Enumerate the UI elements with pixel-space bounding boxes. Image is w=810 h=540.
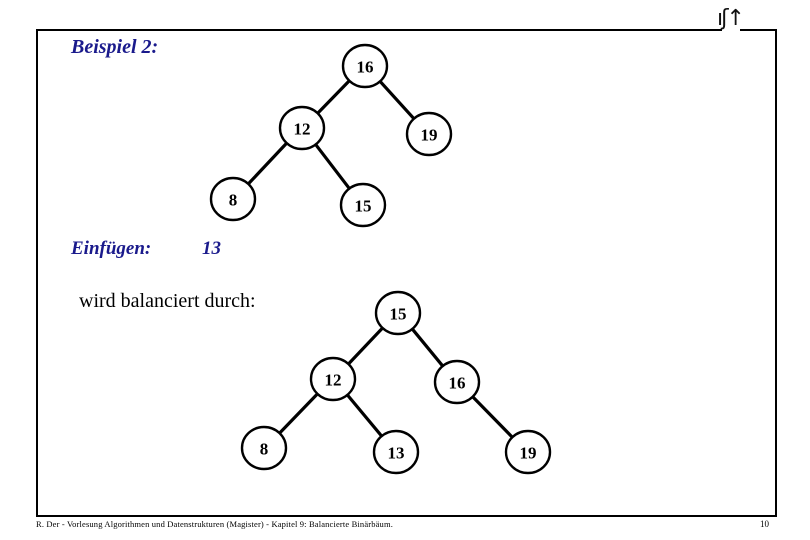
tree-edge	[345, 393, 384, 438]
tree-node-circle	[309, 356, 357, 402]
tree-node-circle	[209, 176, 257, 222]
tree-node-label: 12	[325, 371, 342, 390]
tree-node-label: 12	[294, 120, 311, 139]
tree-node[interactable]: 15	[374, 290, 422, 336]
tree-edge	[315, 78, 352, 116]
tree-node[interactable]: 16	[433, 359, 481, 405]
tree-node-circle	[433, 359, 481, 405]
tree-edge	[470, 394, 515, 440]
tree-node-label: 8	[229, 191, 238, 210]
tree-edge	[378, 79, 416, 121]
tree-node-circle	[240, 425, 288, 471]
slide-border-right	[775, 29, 777, 517]
tree-node[interactable]: 16	[341, 43, 389, 89]
tree-node-label: 16	[449, 374, 466, 393]
tree-node-circle	[372, 429, 420, 475]
tree-node[interactable]: 12	[278, 105, 326, 151]
page-number: 10	[760, 519, 769, 529]
tree-node-label: 19	[421, 126, 438, 145]
tree-edge	[313, 142, 352, 191]
corner-ornament-icon: ıʃ↑	[717, 6, 745, 31]
tree-edge	[410, 327, 445, 368]
tree-node-circle	[278, 105, 326, 151]
tree-node-label: 16	[357, 58, 374, 77]
tree-node-circle	[341, 43, 389, 89]
slide-border-top-left-segment	[36, 29, 722, 31]
slide-border-top-right-segment	[740, 29, 777, 31]
tree-node-label: 8	[260, 440, 269, 459]
tree-node[interactable]: 8	[240, 425, 288, 471]
insert-label: Einfügen:	[71, 238, 152, 259]
footer-text: R. Der - Vorlesung Algorithmen und Daten…	[36, 519, 393, 529]
page-title: Beispiel 2:	[71, 36, 159, 58]
tree-node-label: 19	[520, 444, 537, 463]
tree-node-label: 13	[388, 444, 405, 463]
tree-edge	[246, 141, 289, 186]
tree-node-circle	[504, 429, 552, 475]
tree-node-circle	[339, 182, 387, 228]
balanced-caption: wird balanciert durch:	[79, 290, 256, 312]
tree-edge	[277, 392, 320, 435]
binary-tree-before: 16 12 19 8 15	[209, 43, 453, 228]
tree-node-label: 15	[355, 197, 372, 216]
tree-node-circle	[405, 111, 453, 157]
slide-border-left	[36, 29, 38, 517]
tree-node[interactable]: 15	[339, 182, 387, 228]
tree-node-circle	[374, 290, 422, 336]
insert-value: 13	[202, 238, 221, 259]
tree-node[interactable]: 12	[309, 356, 357, 402]
tree-node-label: 15	[390, 305, 407, 324]
tree-node[interactable]: 8	[209, 176, 257, 222]
slide-border-bottom	[36, 515, 777, 517]
tree-edge	[346, 326, 385, 366]
binary-tree-after: 15 12 16 8 13 19	[240, 290, 552, 475]
tree-node[interactable]: 19	[405, 111, 453, 157]
tree-node[interactable]: 19	[504, 429, 552, 475]
tree-node[interactable]: 13	[372, 429, 420, 475]
